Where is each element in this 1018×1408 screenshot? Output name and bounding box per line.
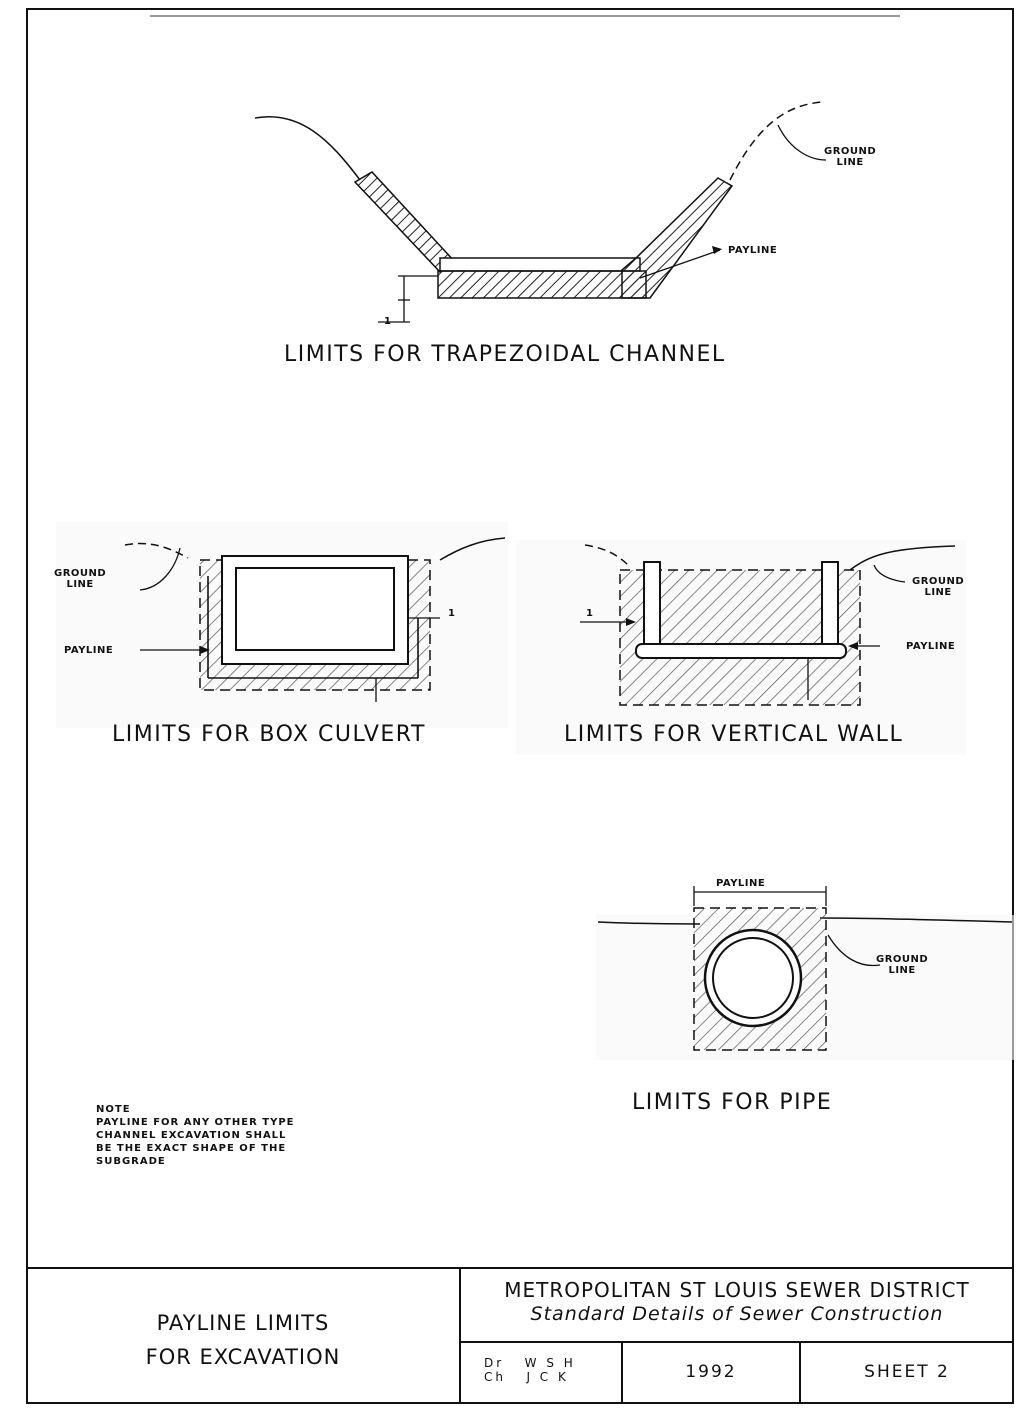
pipe-inner — [712, 937, 794, 1019]
drawing-title-line-2: FOR EXCAVATION — [145, 1345, 341, 1369]
agency-block: METROPOLITAN ST LOUIS SEWER DISTRICT Sta… — [462, 1278, 1012, 1326]
trapezoidal-channel-figure — [254, 101, 827, 323]
drawing-title: PAYLINE LIMITS FOR EXCAVATION — [28, 1306, 458, 1374]
year-cell: 1992 — [685, 1362, 737, 1382]
box-culvert-caption: LIMITS FOR BOX CULVERT — [112, 722, 426, 747]
agency-name: METROPOLITAN ST LOUIS SEWER DISTRICT — [504, 1278, 970, 1302]
wall-dimension-mark: 1 — [586, 608, 594, 619]
vertical-wall-caption: LIMITS FOR VERTICAL WALL — [564, 722, 904, 747]
ground-line-leader — [777, 124, 827, 161]
vertical-wall-figure — [516, 540, 966, 755]
box-payline-label: PAYLINE — [64, 645, 114, 656]
wall-payline-label: PAYLINE — [906, 641, 956, 652]
pipe-figure — [596, 886, 1016, 1060]
culvert-inner — [235, 567, 395, 651]
note-line: CHANNEL EXCAVATION SHALL — [96, 1130, 287, 1141]
drawing-sheet-border — [26, 8, 1014, 1404]
wall-footing — [635, 643, 847, 659]
sheet-number-cell: SHEET 2 — [864, 1362, 950, 1382]
drawing-title-line-1: PAYLINE LIMITS — [156, 1311, 330, 1335]
trap-payline-label: PAYLINE — [728, 245, 778, 256]
drawn-by: W S H — [524, 1356, 576, 1370]
checked-by: J C K — [526, 1370, 569, 1384]
right-slope-hatch — [621, 177, 734, 299]
box-culvert-figure — [56, 522, 508, 728]
ground-line-right — [729, 101, 823, 181]
trapezoidal-channel-caption: LIMITS FOR TRAPEZOIDAL CHANNEL — [284, 342, 726, 367]
note-line: PAYLINE FOR ANY OTHER TYPE — [96, 1117, 295, 1128]
note-line: SUBGRADE — [96, 1156, 166, 1167]
left-slope-hatch — [353, 171, 457, 273]
box-dimension-mark: 1 — [448, 608, 456, 619]
bottom-excavation-hatch — [437, 270, 647, 299]
note-heading: NOTE — [96, 1104, 131, 1115]
payline-leader — [639, 249, 721, 279]
note-block: NOTE PAYLINE FOR ANY OTHER TYPE CHANNEL … — [96, 1103, 294, 1168]
pipe-caption: LIMITS FOR PIPE — [632, 1090, 833, 1115]
note-line: BE THE EXACT SHAPE OF THE — [96, 1143, 287, 1154]
title-block-grid — [26, 1267, 1014, 1404]
drawn-by-label: Dr — [484, 1356, 505, 1370]
pipe-payline-label: PAYLINE — [716, 878, 766, 889]
channel-bottom-slab — [439, 257, 641, 272]
drawn-checked-cell: Dr W S H Ch J C K — [484, 1356, 614, 1384]
agency-subtitle: Standard Details of Sewer Construction — [530, 1303, 944, 1325]
checked-by-label: Ch — [484, 1370, 506, 1384]
ground-line-left — [254, 116, 361, 181]
trap-dimension-mark: 1 — [384, 316, 392, 327]
